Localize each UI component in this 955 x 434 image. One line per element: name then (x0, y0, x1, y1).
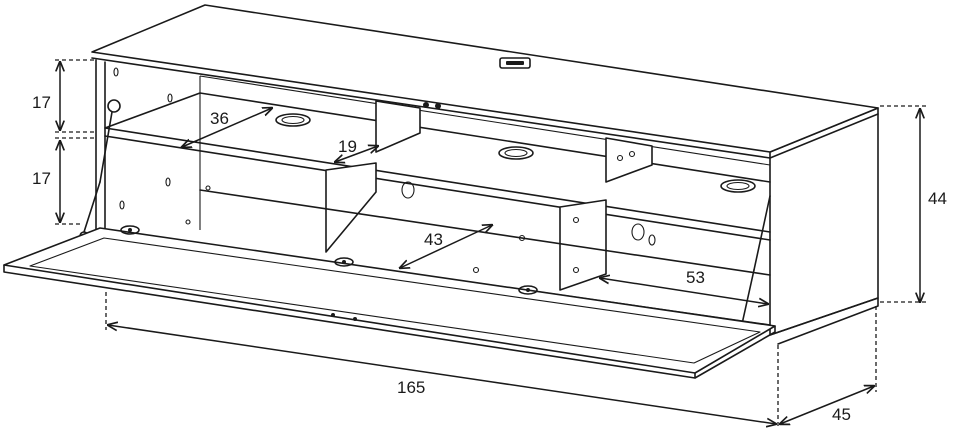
left-side-panel (95, 59, 106, 233)
screw-hole (628, 150, 636, 158)
hinge-cutout (119, 200, 125, 210)
hinge-cutout (648, 234, 656, 246)
dim-line-36 (182, 108, 272, 147)
label-depth: 45 (832, 405, 851, 424)
grommet-hole (720, 179, 756, 193)
label-right-bottom-depth: 53 (686, 268, 705, 287)
hinge-cutout (167, 93, 173, 103)
label-upper-shelf-depth: 36 (210, 109, 229, 128)
lower-divider-middle (325, 162, 377, 253)
hinge-cutout (631, 223, 645, 241)
hinge-right (518, 285, 538, 295)
hinge-middle (334, 257, 354, 267)
hinge-cutout (113, 67, 119, 77)
screw-hole (435, 103, 441, 109)
grommet-hole (726, 181, 750, 191)
cable-port (499, 57, 531, 69)
screw-hole (616, 154, 624, 162)
grommet-hole (275, 113, 311, 127)
label-upper-height: 17 (32, 93, 51, 112)
label-middle-shelf-depth: 19 (338, 137, 357, 156)
hinge-cutout (165, 177, 171, 187)
lower-divider-right (559, 199, 607, 291)
upper-right-divider (605, 137, 653, 183)
label-center-bottom-depth: 43 (424, 230, 443, 249)
label-lower-height: 17 (32, 169, 51, 188)
upper-divider (375, 100, 421, 153)
top-panel-edge (91, 57, 879, 159)
dim-line-43 (400, 225, 492, 268)
label-total-width: 165 (397, 378, 425, 397)
flap-dot (353, 317, 357, 321)
gas-strut-left (79, 99, 121, 241)
dim-line-19 (335, 146, 378, 162)
grommet-hole (498, 146, 534, 160)
grommet-hole (281, 115, 305, 125)
screw-hole (472, 266, 480, 274)
dim-line-depth (780, 386, 874, 424)
dim-line-53 (600, 278, 768, 304)
grommet-hole (504, 148, 528, 158)
screw-hole (572, 266, 580, 274)
top-panel (91, 4, 879, 153)
screw-hole (572, 216, 580, 224)
screw-hole (518, 234, 526, 242)
hinge-cutout (401, 181, 415, 199)
plinth (769, 297, 879, 345)
flap-dot (331, 313, 335, 317)
back-wall (199, 75, 771, 230)
flap-door (3, 227, 776, 374)
screw-hole (423, 102, 429, 108)
label-height: 44 (928, 189, 947, 208)
screw-hole (205, 185, 211, 191)
dim-line-width (108, 325, 776, 424)
screw-hole (185, 219, 191, 225)
cable-port-slot (506, 61, 524, 65)
gas-strut-right (736, 195, 771, 334)
hinge-left (120, 225, 140, 235)
